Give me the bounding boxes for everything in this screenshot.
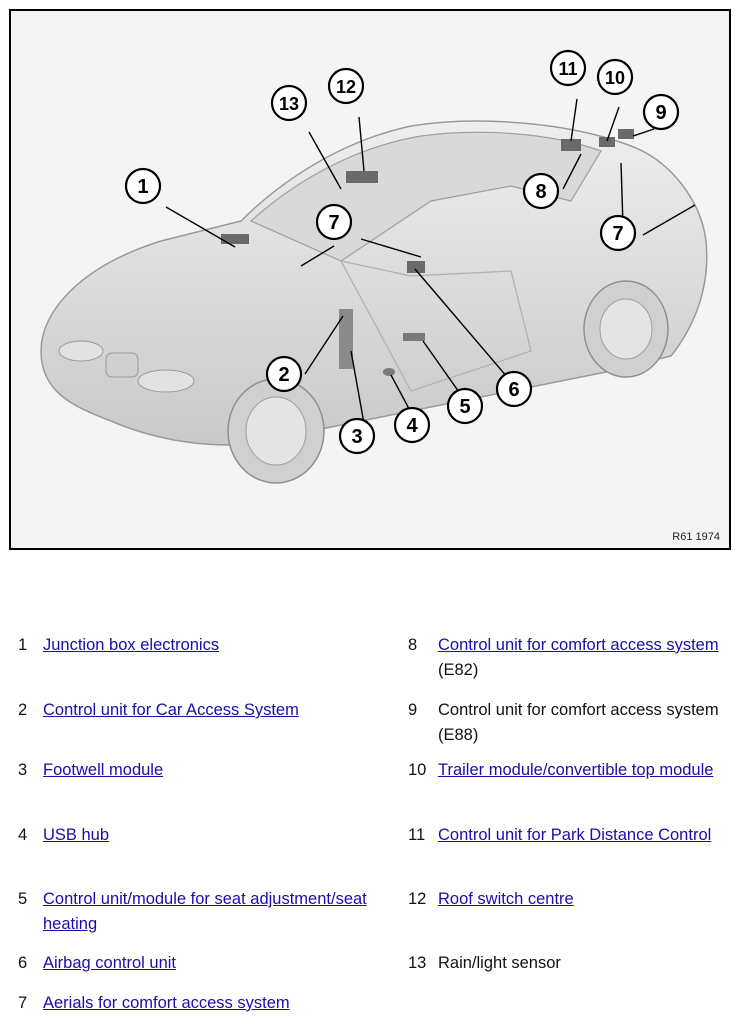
- callout-number: 6: [508, 379, 519, 401]
- grille: [105, 352, 139, 378]
- callout-number: 9: [655, 102, 666, 124]
- callout-number: 2: [278, 364, 289, 386]
- callout-number: 12: [336, 77, 356, 97]
- callout-number: 8: [535, 181, 546, 203]
- callout-2: 2: [265, 355, 303, 393]
- legend-number: 1: [18, 636, 28, 654]
- callout-number: 7: [328, 212, 339, 234]
- legend-suffix: (E82): [438, 661, 479, 679]
- legend-label: Control unit/module for seat adjustment/…: [43, 887, 378, 937]
- legend-number: 5: [18, 890, 28, 908]
- legend-label: Control unit for comfort access system (…: [438, 633, 738, 683]
- callout-7: 7: [599, 214, 637, 252]
- legend-label: Control unit for Car Access System: [43, 698, 378, 723]
- legend-link[interactable]: USB hub: [43, 826, 110, 844]
- callout-8: 8: [522, 172, 560, 210]
- callout-3: 3: [338, 417, 376, 455]
- callout-number: 10: [605, 68, 625, 88]
- callout-number: 1: [137, 176, 148, 198]
- callout-7: 7: [315, 203, 353, 241]
- legend-number: 12: [408, 890, 427, 908]
- callout-number: 3: [351, 426, 362, 448]
- figure-code: R61 1974: [672, 531, 720, 543]
- headlight-right: [137, 369, 195, 393]
- legend-number: 10: [408, 761, 427, 779]
- legend-link[interactable]: Footwell module: [43, 761, 164, 779]
- legend-link[interactable]: Control unit for Car Access System: [43, 701, 299, 719]
- callout-12: 12: [327, 67, 365, 105]
- callout-13: 13: [270, 84, 308, 122]
- callout-5: 5: [446, 387, 484, 425]
- legend-number: 9: [408, 701, 418, 719]
- legend-label: Junction box electronics: [43, 633, 378, 658]
- legend-label: Trailer module/convertible top module: [438, 758, 738, 783]
- legend-link[interactable]: Junction box electronics: [43, 636, 220, 654]
- headlight-left: [58, 340, 104, 362]
- legend-label: Roof switch centre: [438, 887, 738, 912]
- legend-label: Control unit for comfort access system (…: [438, 701, 719, 744]
- callout-4: 4: [393, 406, 431, 444]
- legend-link[interactable]: Control unit for comfort access system: [438, 636, 719, 654]
- legend-label: Control unit for Park Distance Control: [438, 823, 738, 848]
- callout-number: 11: [558, 59, 577, 79]
- callout-number: 7: [612, 223, 623, 245]
- legend-number: 13: [408, 954, 427, 972]
- legend-label: USB hub: [43, 823, 378, 848]
- legend-link[interactable]: Trailer module/convertible top module: [438, 761, 714, 779]
- legend-label: Rain/light sensor: [438, 954, 561, 972]
- legend-label: Aerials for comfort access system: [43, 991, 378, 1016]
- legend-number: 2: [18, 701, 28, 719]
- legend-link[interactable]: Control unit for Park Distance Control: [438, 826, 712, 844]
- callout-number: 4: [406, 415, 418, 437]
- legend-link[interactable]: Control unit/module for seat adjustment/…: [43, 890, 367, 933]
- legend-link[interactable]: Airbag control unit: [43, 954, 176, 972]
- legend-number: 6: [18, 954, 28, 972]
- callout-number: 5: [459, 396, 470, 418]
- callout-10: 10: [596, 58, 634, 96]
- legend-link[interactable]: Roof switch centre: [438, 890, 574, 908]
- legend-number: 3: [18, 761, 28, 779]
- callout-1: 1: [124, 167, 162, 205]
- callout-6: 6: [495, 370, 533, 408]
- callout-number: 13: [279, 94, 299, 114]
- callout-11: 11: [549, 49, 587, 87]
- legend-link[interactable]: Aerials for comfort access system: [43, 994, 290, 1012]
- legend-number: 4: [18, 826, 28, 844]
- legend-label: Airbag control unit: [43, 951, 378, 976]
- legend-number: 8: [408, 636, 418, 654]
- car-door-line: [339, 260, 532, 392]
- legend-number: 11: [408, 826, 426, 844]
- legend-label: Footwell module: [43, 758, 378, 783]
- callout-9: 9: [642, 93, 680, 131]
- legend-number: 7: [18, 994, 28, 1012]
